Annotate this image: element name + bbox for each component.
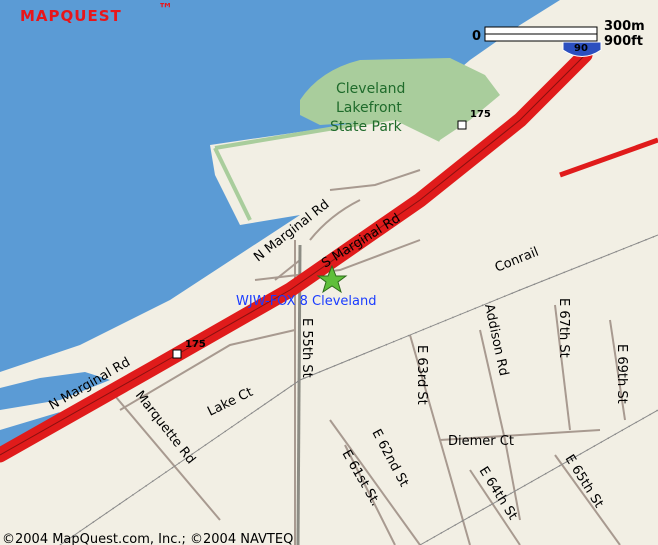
mapquest-logo-tm: ™ [158,0,174,18]
scale-imperial: 900ft [604,34,643,49]
park-label-line2: Lakefront [336,100,402,116]
copyright-notice: ©2004 MapQuest.com, Inc.; ©2004 NAVTEQ [2,532,293,545]
route-175-marker-left: 175 [172,339,206,359]
highway-frontage [559,137,658,178]
mapquest-logo: MAPQUEST ™ [20,0,174,25]
poi-marker[interactable]: WJW-FOX 8 Cleveland [236,264,376,309]
lower-shore-water [0,372,110,410]
gray-connector-road [296,244,302,545]
south-rail-ties [419,409,658,545]
breakwater-2 [213,147,252,221]
state-park-area [300,58,500,140]
road-label-e55: E 55th St [299,318,314,378]
scale-bar: 0 300m 900ft [472,19,645,49]
interstate-shield-number: 90 [574,43,588,54]
road-label-diemer: Diemer Ct [448,434,514,449]
scale-metric: 300m [604,19,645,34]
route-175-left-label: 175 [185,339,206,350]
route-175-marker-top: 175 [457,109,491,130]
road-label-e67: E 67th St [556,298,571,358]
road-label-e69: E 69th St [614,344,629,404]
park-label-line3: State Park [330,119,403,135]
breakwater [214,115,441,150]
route-175-top-label: 175 [470,109,491,120]
road-label-e63: E 63rd St [414,345,429,405]
park-label-line1: Cleveland [336,81,405,97]
poi-label[interactable]: WJW-FOX 8 Cleveland [236,294,376,309]
star-icon[interactable] [316,264,348,294]
interstate-shield-icon: 90 [562,41,602,57]
conrail-track-line [59,234,658,545]
mapquest-logo-text: MAPQUEST [20,7,122,25]
interstate-90-centerline [0,54,586,456]
scale-zero: 0 [472,29,481,44]
